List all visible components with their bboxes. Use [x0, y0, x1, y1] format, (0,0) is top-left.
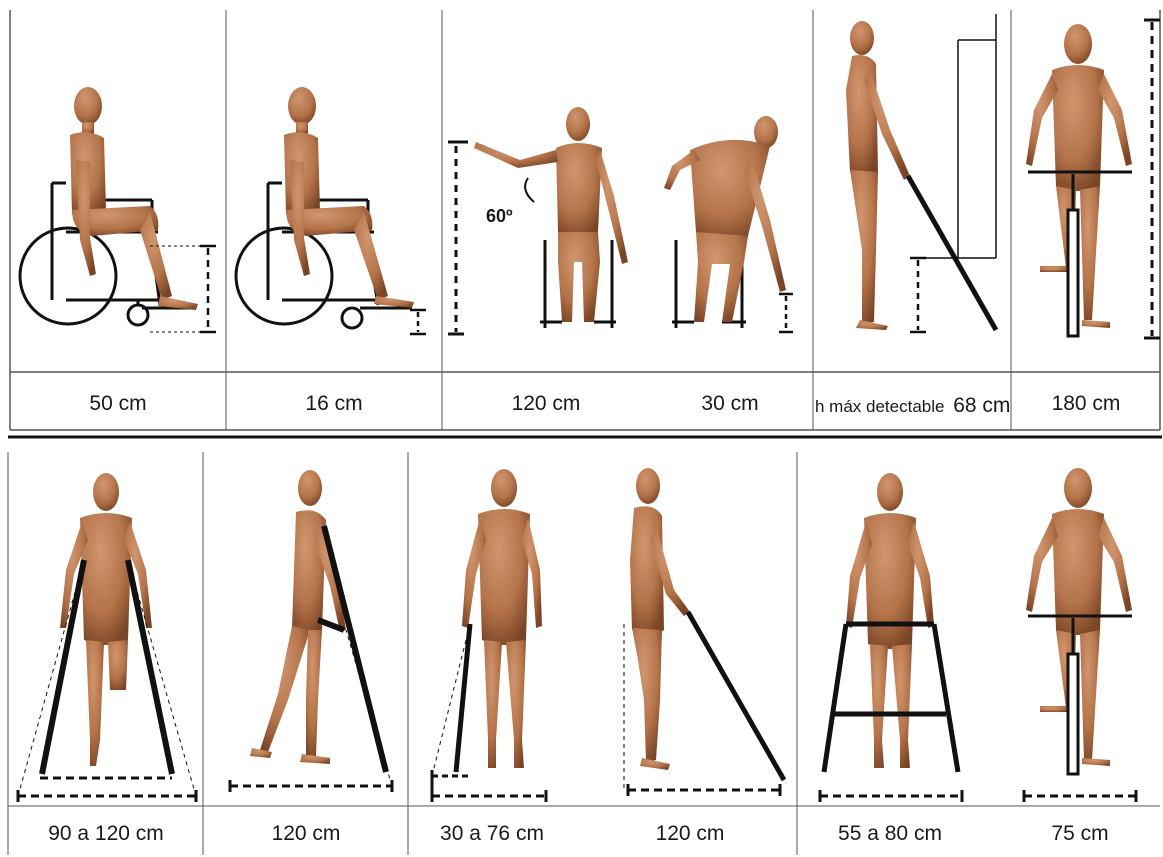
long-cane-illustration: 120 cm	[624, 468, 784, 845]
walker-frame-icon	[1028, 616, 1132, 774]
walker-frame-icon	[1028, 172, 1132, 336]
walking-frame-illustration: 55 a 80 cm	[820, 473, 962, 845]
blind-cane-label: h máx detectable 68 cm	[815, 394, 1010, 417]
wall-obstacle	[918, 14, 996, 258]
angle-arc	[525, 178, 534, 202]
long-cane	[688, 612, 784, 780]
blind-cane-label-prefix: h máx detectable	[815, 397, 944, 416]
walker-top-label: 180 cm	[1052, 392, 1121, 415]
two-crutches-label: 90 a 120 cm	[48, 822, 164, 845]
cane-front-label: 30 a 76 cm	[440, 822, 544, 845]
reach-height-dimension	[448, 142, 468, 334]
cane-front-illustration: 30 a 76 cm	[432, 469, 546, 845]
standing-person-side-figure	[846, 21, 910, 330]
walker-width-dimension	[1024, 790, 1136, 802]
walking-frame-label: 55 a 80 cm	[838, 822, 942, 845]
total-height-dimension	[1144, 20, 1160, 338]
wheelchair-side-1-illustration: 50 cm	[20, 87, 216, 415]
long-cane	[908, 176, 996, 330]
wheelchair-reach-illustration: 60º 120 cm	[448, 107, 628, 415]
wheelchair-lean-label: 30 cm	[701, 392, 758, 415]
wheelchair-side-1-label: 50 cm	[89, 392, 146, 415]
walker-front-illustration: 75 cm	[1024, 468, 1136, 845]
blind-cane-label-value: 68 cm	[953, 394, 1010, 417]
reach-angle-label: 60º	[486, 206, 513, 226]
walking-crutches-label: 120 cm	[272, 822, 341, 845]
walking-person-figure	[250, 470, 346, 764]
footrest-height-dimension	[410, 310, 426, 334]
standing-person-side-figure	[630, 468, 690, 770]
walker-front-label: 75 cm	[1051, 822, 1108, 845]
leaning-person-figure	[664, 116, 786, 322]
blind-cane-illustration: h máx detectable 68 cm	[815, 14, 1010, 417]
walker-top-illustration: 180 cm	[1026, 20, 1160, 415]
frame-width-dimension	[820, 790, 962, 802]
standing-person-front-figure	[846, 473, 934, 768]
two-crutches-illustration: 90 a 120 cm	[18, 473, 196, 845]
wheelchair-side-2-illustration: 16 cm	[236, 87, 426, 415]
standing-person-front-figure	[462, 469, 542, 768]
detectable-height-dimension	[910, 258, 926, 332]
wheelchair-icon	[236, 183, 412, 328]
long-cane-label: 120 cm	[656, 822, 725, 845]
wheelchair-lean-illustration: 30 cm	[664, 116, 793, 415]
walking-cane	[456, 624, 470, 772]
wheelchair-reach-label: 120 cm	[512, 392, 581, 415]
lean-height-dimension	[779, 294, 793, 332]
walking-crutches-illustration: 120 cm	[230, 470, 392, 845]
wheelchair-side-2-label: 16 cm	[305, 392, 362, 415]
seated-person-figure	[284, 87, 414, 308]
